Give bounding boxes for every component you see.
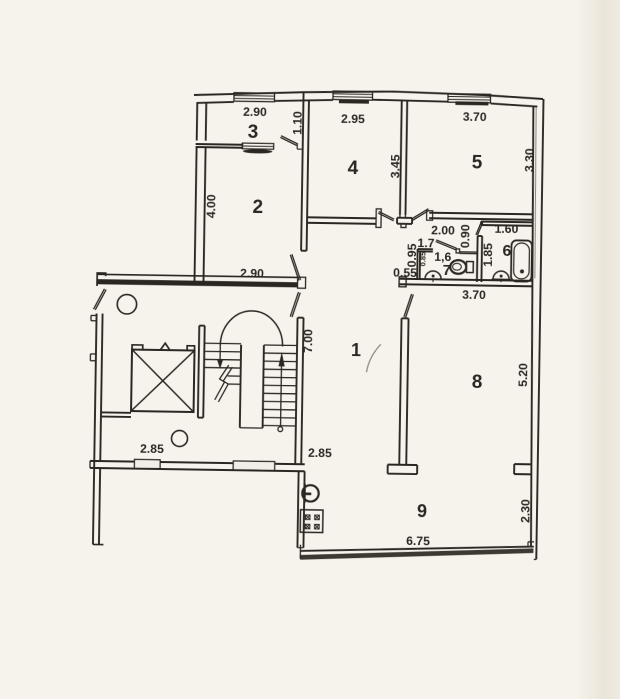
svg-text:0.85: 0.85 — [419, 252, 428, 267]
svg-text:2.85: 2.85 — [308, 446, 332, 460]
svg-text:2: 2 — [252, 197, 263, 218]
svg-text:3.45: 3.45 — [388, 154, 402, 178]
svg-text:3: 3 — [247, 122, 258, 143]
svg-text:1.10: 1.10 — [290, 111, 304, 135]
svg-text:3.70: 3.70 — [463, 110, 487, 124]
svg-text:8: 8 — [472, 372, 483, 393]
svg-text:2.90: 2.90 — [240, 266, 264, 280]
svg-text:0.55: 0.55 — [393, 266, 417, 280]
svg-text:1: 1 — [351, 340, 361, 360]
svg-text:2.85: 2.85 — [140, 442, 164, 456]
svg-text:6.75: 6.75 — [406, 534, 430, 548]
svg-text:7.00: 7.00 — [301, 329, 315, 353]
svg-text:4: 4 — [348, 158, 359, 179]
svg-text:2.90: 2.90 — [243, 105, 267, 119]
svg-text:2.00: 2.00 — [431, 223, 455, 237]
svg-text:0.90: 0.90 — [458, 224, 472, 248]
svg-text:2.95: 2.95 — [341, 112, 365, 126]
svg-text:1.7: 1.7 — [417, 236, 434, 250]
svg-text:3.70: 3.70 — [462, 288, 486, 302]
svg-text:9: 9 — [417, 501, 427, 521]
svg-text:3.30: 3.30 — [522, 148, 536, 172]
svg-text:0.95: 0.95 — [405, 243, 419, 267]
svg-text:7: 7 — [442, 262, 451, 279]
svg-text:1,6: 1,6 — [434, 250, 451, 264]
svg-text:1.60: 1.60 — [494, 222, 518, 236]
svg-text:5.20: 5.20 — [516, 363, 530, 387]
svg-text:5: 5 — [472, 153, 483, 174]
svg-text:1.85: 1.85 — [481, 243, 495, 267]
svg-text:6: 6 — [502, 243, 511, 260]
svg-text:4.00: 4.00 — [204, 194, 218, 218]
svg-text:2.30: 2.30 — [518, 499, 532, 523]
